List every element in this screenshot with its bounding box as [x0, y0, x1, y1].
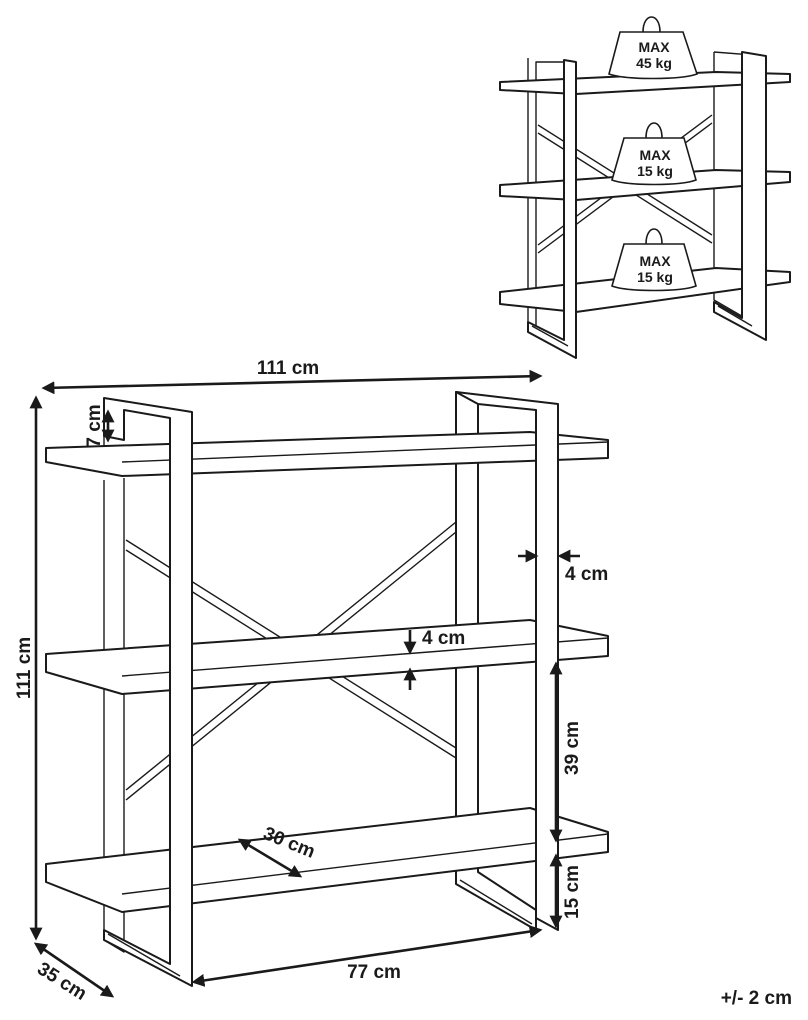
post-thickness-label: 4 cm	[565, 564, 608, 585]
load-value-bottom: 15 kg	[637, 269, 673, 285]
weight-icon-middle: MAX 15 kg	[611, 122, 697, 186]
load-label-top: MAX	[638, 39, 670, 55]
main-shelf	[45, 391, 609, 987]
width-label: 111 cm	[257, 358, 319, 379]
weight-icon-top: MAX 45 kg	[608, 16, 699, 80]
load-label-middle: MAX	[639, 147, 671, 163]
depth-label: 35 cm	[33, 958, 90, 1004]
inner-width-label: 77 cm	[347, 962, 401, 983]
load-value-top: 45 kg	[636, 55, 672, 71]
shelf-thickness-label: 4 cm	[422, 628, 465, 649]
top-offset-label: 7 cm	[84, 404, 105, 447]
height-label: 111 cm	[14, 637, 35, 699]
load-value-middle: 15 kg	[637, 163, 673, 179]
tolerance-label: +/- 2 cm	[721, 988, 792, 1009]
shelf-spacing-label: 39 cm	[562, 721, 583, 775]
bottom-clearance-label: 15 cm	[562, 865, 583, 919]
weight-icon-bottom: MAX 15 kg	[611, 228, 697, 292]
preview-shelf	[499, 51, 791, 359]
load-label-bottom: MAX	[639, 253, 671, 269]
